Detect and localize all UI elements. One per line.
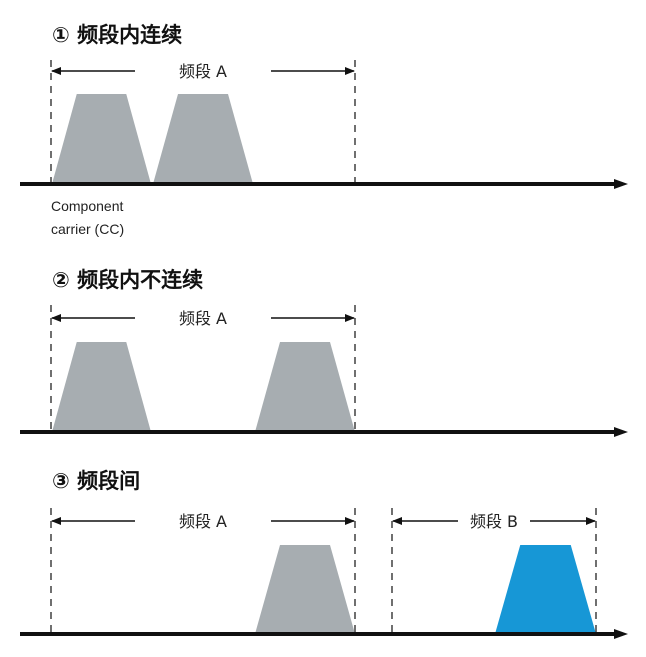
section-title: ③ 频段间 (52, 469, 140, 493)
component-carrier (153, 94, 253, 184)
band-label: 频段 B (470, 512, 518, 531)
component-carrier (255, 342, 355, 432)
band-label: 频段 A (179, 512, 227, 531)
component-carrier (255, 545, 355, 634)
cc-label-line1: Component (51, 198, 123, 214)
cc-label-line2: carrier (CC) (51, 221, 124, 237)
band-label: 频段 A (179, 62, 227, 81)
axis-arrow-icon (614, 179, 628, 189)
component-carrier (495, 545, 596, 634)
axis-arrow-icon (614, 427, 628, 437)
section-title: ① 频段内连续 (52, 23, 182, 47)
band-label: 频段 A (179, 309, 227, 328)
axis-arrow-icon (614, 629, 628, 639)
section-title: ② 频段内不连续 (52, 268, 203, 292)
component-carrier (52, 94, 151, 184)
component-carrier (52, 342, 151, 432)
